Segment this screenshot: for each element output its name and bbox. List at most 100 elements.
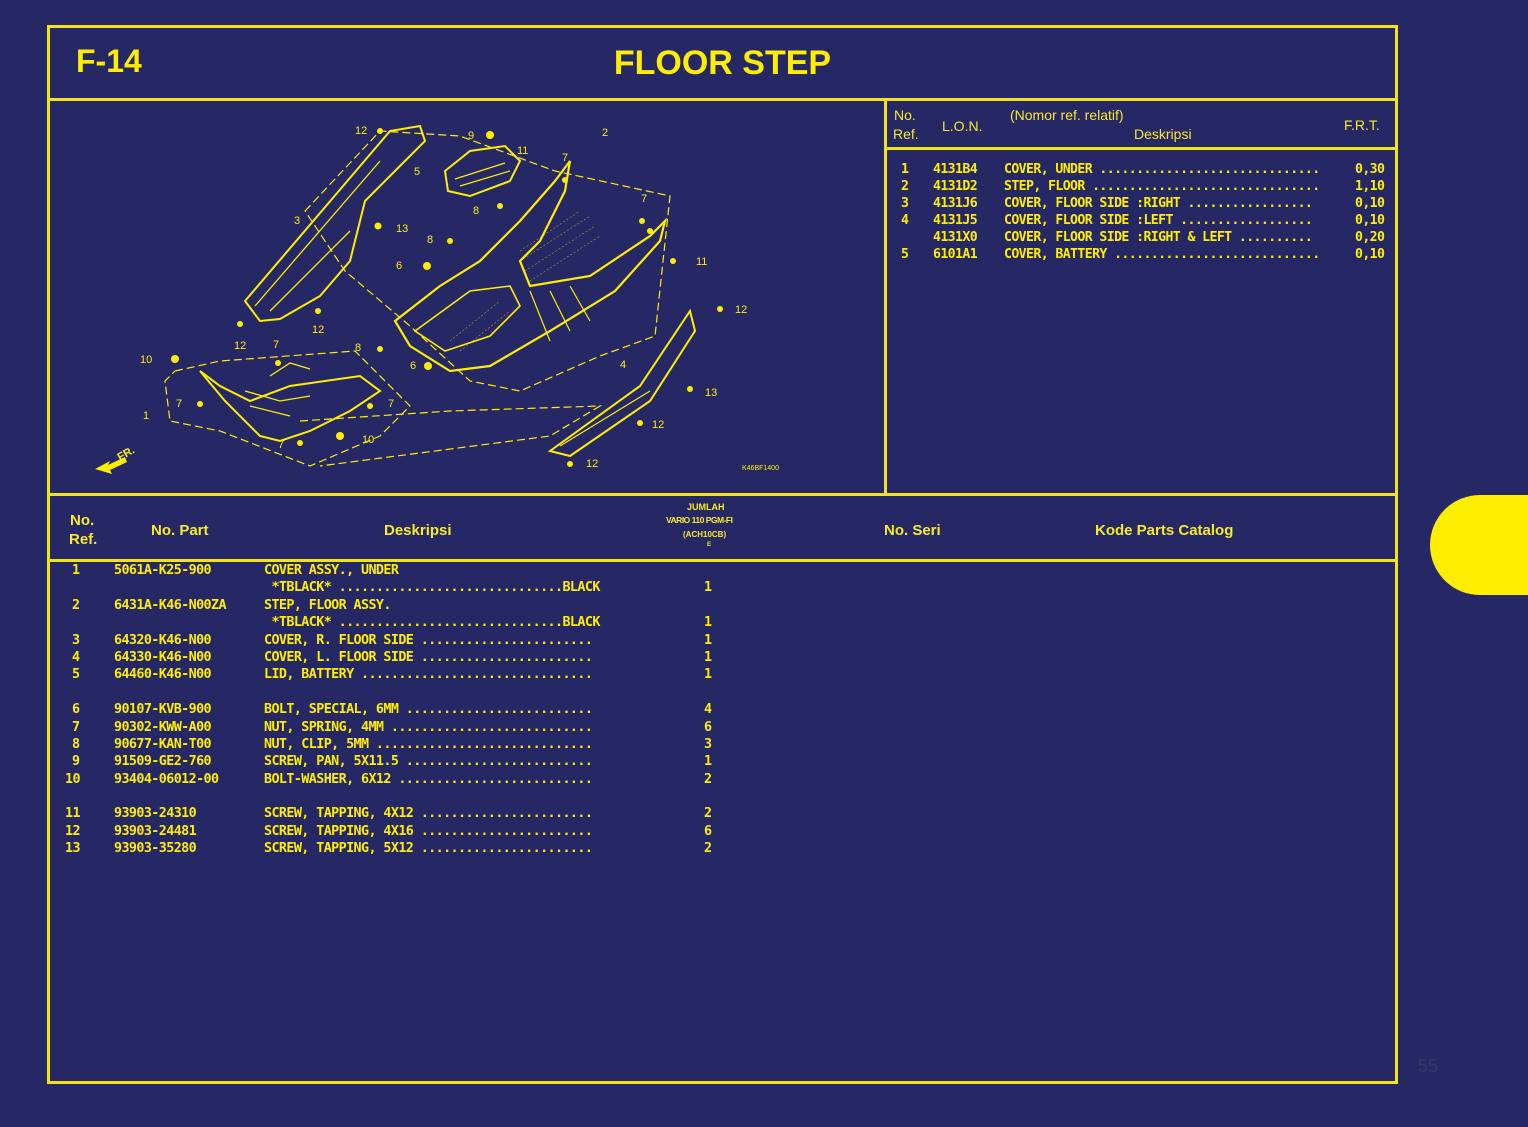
part-description: *TBLACK* ..............................B… <box>264 615 600 631</box>
lon-panel: No. Ref. L.O.N. (Nomor ref. relatif) Des… <box>887 101 1395 493</box>
part-description: BOLT, SPECIAL, 6MM .....................… <box>264 702 593 718</box>
lon-header-frt: F.R.T. <box>1344 117 1380 133</box>
svg-text:7: 7 <box>641 193 647 205</box>
quantity: 3 <box>704 736 712 752</box>
part-number: 90302-KWW-A00 <box>114 719 212 735</box>
part-number: 6431A-K46-N00ZA <box>114 597 227 613</box>
lon-code: 4131J5 <box>933 213 978 228</box>
svg-text:7: 7 <box>273 339 279 351</box>
table-row: *TBLACK* ..............................B… <box>50 579 1395 596</box>
header-ref: Ref. <box>69 531 98 548</box>
svg-text:12: 12 <box>586 458 598 470</box>
quantity: 2 <box>704 806 712 822</box>
lon-ref: 4 <box>901 213 909 228</box>
row-spacer <box>50 788 1395 805</box>
header-no: No. <box>70 512 95 529</box>
header-desc: Deskripsi <box>384 522 452 539</box>
quantity: 6 <box>704 719 712 735</box>
lon-code: 4131B4 <box>933 162 978 177</box>
table-row: 3 64320-K46-N00 COVER, R. FLOOR SIDE .....… <box>50 632 1395 649</box>
part-description: SCREW, PAN, 5X11.5 .....................… <box>264 754 593 770</box>
lon-frt: 0,10 <box>1355 247 1385 262</box>
lon-ref: 1 <box>901 162 909 177</box>
lon-frt: 0,20 <box>1355 230 1385 245</box>
part-number: 64460-K46-N00 <box>114 667 212 683</box>
svg-text:12: 12 <box>735 304 747 316</box>
svg-text:8: 8 <box>473 205 479 217</box>
ref-number: 10 <box>65 771 81 787</box>
parts-table-header: No. Ref. No. Part Deskripsi JUMLAH VARIO… <box>50 493 1395 562</box>
svg-text:8: 8 <box>427 234 433 246</box>
catalog-page-frame: F-14 FLOOR STEP <box>47 25 1398 1084</box>
section-code: F-14 <box>76 43 142 79</box>
quantity: 1 <box>704 580 712 596</box>
part-description: SCREW, TAPPING, 4X16 ...................… <box>264 823 593 839</box>
part-description: COVER, R. FLOOR SIDE ...................… <box>264 632 593 648</box>
lon-header-ref: Ref. <box>893 126 919 142</box>
part-description: SCREW, TAPPING, 5X12 ...................… <box>264 841 593 857</box>
lon-ref: 3 <box>901 196 909 211</box>
lon-frt: 0,10 <box>1355 196 1385 211</box>
svg-text:7: 7 <box>278 439 284 451</box>
svg-text:12: 12 <box>355 125 367 137</box>
lon-table-body: 1 4131B4 COVER, UNDER ....................… <box>887 161 1395 263</box>
lon-ref: 5 <box>901 247 909 262</box>
svg-text:6: 6 <box>410 360 416 372</box>
quantity: 6 <box>704 823 712 839</box>
table-row: *TBLACK* ..............................B… <box>50 614 1395 631</box>
ref-number: 8 <box>72 736 80 752</box>
lon-header-lon: L.O.N. <box>942 118 983 134</box>
lon-row: 1 4131B4 COVER, UNDER ....................… <box>887 161 1395 178</box>
lon-desc: COVER, UNDER ...........................… <box>1004 162 1320 177</box>
quantity: 1 <box>704 615 712 631</box>
lon-table-header: No. Ref. L.O.N. (Nomor ref. relatif) Des… <box>887 101 1395 150</box>
lon-frt: 0,30 <box>1355 162 1385 177</box>
lon-desc: COVER, BATTERY .........................… <box>1004 247 1320 262</box>
svg-text:4: 4 <box>620 359 626 371</box>
lon-row: 4 4131J5 COVER, FLOOR SIDE :LEFT .........… <box>887 212 1395 229</box>
svg-text:12: 12 <box>652 419 664 431</box>
front-direction-label: FR. <box>116 444 137 463</box>
svg-text:7: 7 <box>562 152 568 164</box>
ref-number: 7 <box>72 719 80 735</box>
page-number: 55 <box>1418 1056 1439 1076</box>
svg-text:10: 10 <box>362 434 374 446</box>
svg-text:7: 7 <box>388 398 394 410</box>
svg-text:2: 2 <box>602 127 608 139</box>
ref-number: 4 <box>72 649 80 665</box>
lon-code: 4131J6 <box>933 196 978 211</box>
part-number: 93903-35280 <box>114 841 197 857</box>
lon-header-no: No. <box>894 107 916 123</box>
header-part-no: No. Part <box>151 522 209 539</box>
row-spacer <box>50 684 1395 701</box>
quantity: 2 <box>704 841 712 857</box>
lon-desc: COVER, FLOOR SIDE :LEFT ................… <box>1004 213 1313 228</box>
ref-number: 3 <box>72 632 80 648</box>
quantity: 4 <box>704 702 712 718</box>
lon-frt: 1,10 <box>1355 179 1385 194</box>
part-description: NUT, CLIP, 5MM .........................… <box>264 736 593 752</box>
part-number: 93903-24481 <box>114 823 197 839</box>
header-serial: No. Seri <box>884 522 941 539</box>
ref-number: 6 <box>72 702 80 718</box>
part-description: SCREW, TAPPING, 4X12 ...................… <box>264 806 593 822</box>
ref-number: 11 <box>65 806 81 822</box>
quantity: 1 <box>704 649 712 665</box>
lon-desc: STEP, FLOOR ............................… <box>1004 179 1320 194</box>
title-bar: F-14 FLOOR STEP <box>50 28 1395 101</box>
ref-number: 9 <box>72 754 80 770</box>
lon-frt: 0,10 <box>1355 213 1385 228</box>
svg-text:13: 13 <box>705 387 717 399</box>
part-number: 64320-K46-N00 <box>114 632 212 648</box>
header-qty-code: (ACH10CB) <box>683 530 727 539</box>
side-navigation-tab[interactable] <box>1430 495 1528 595</box>
ref-number: 5 <box>72 667 80 683</box>
